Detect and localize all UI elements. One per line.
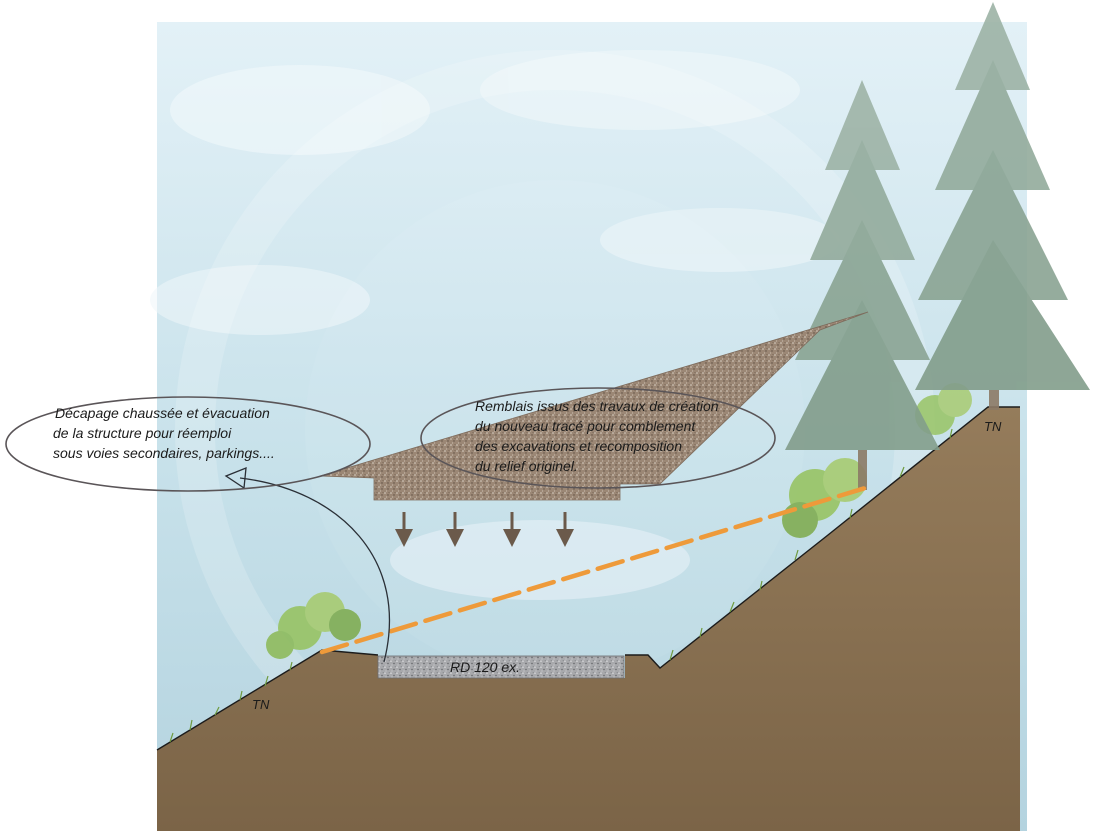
old-road-block bbox=[377, 655, 625, 679]
right-note-line-1: Remblais issus des travaux de création bbox=[475, 398, 719, 414]
grass-tufts bbox=[169, 428, 953, 743]
right-note-bubble bbox=[420, 387, 776, 489]
fill-arrows bbox=[395, 512, 574, 547]
right-note-line-4: du relief originel. bbox=[475, 458, 578, 474]
conifer-tree-2 bbox=[915, 2, 1090, 410]
left-note-line-1: Décapage chaussée et évacuation bbox=[55, 405, 270, 421]
left-note-line-2: de la structure pour réemploi bbox=[53, 425, 232, 441]
right-note-line-2: du nouveau tracé pour comblement bbox=[475, 418, 696, 434]
left-note-line-3: sous voies secondaires, parkings.... bbox=[53, 445, 275, 461]
fill-material-block bbox=[319, 311, 869, 501]
sky-clouds bbox=[150, 50, 840, 600]
left-note-text: Décapage chaussée et évacuation de la st… bbox=[53, 405, 275, 461]
terrain-section bbox=[157, 407, 1020, 831]
tn-label-left: TN bbox=[252, 697, 270, 712]
left-note-bubble bbox=[5, 396, 371, 492]
reuse-arrow-head bbox=[224, 466, 247, 490]
right-note-line-3: des excavations et recomposition bbox=[475, 438, 682, 454]
right-note-text: Remblais issus des travaux de création d… bbox=[475, 398, 722, 474]
tn-label-right: TN bbox=[984, 419, 1002, 434]
shrub-left bbox=[266, 592, 361, 659]
road-label: RD 120 ex. bbox=[450, 659, 520, 675]
new-alignment-dashed-line bbox=[319, 483, 875, 655]
